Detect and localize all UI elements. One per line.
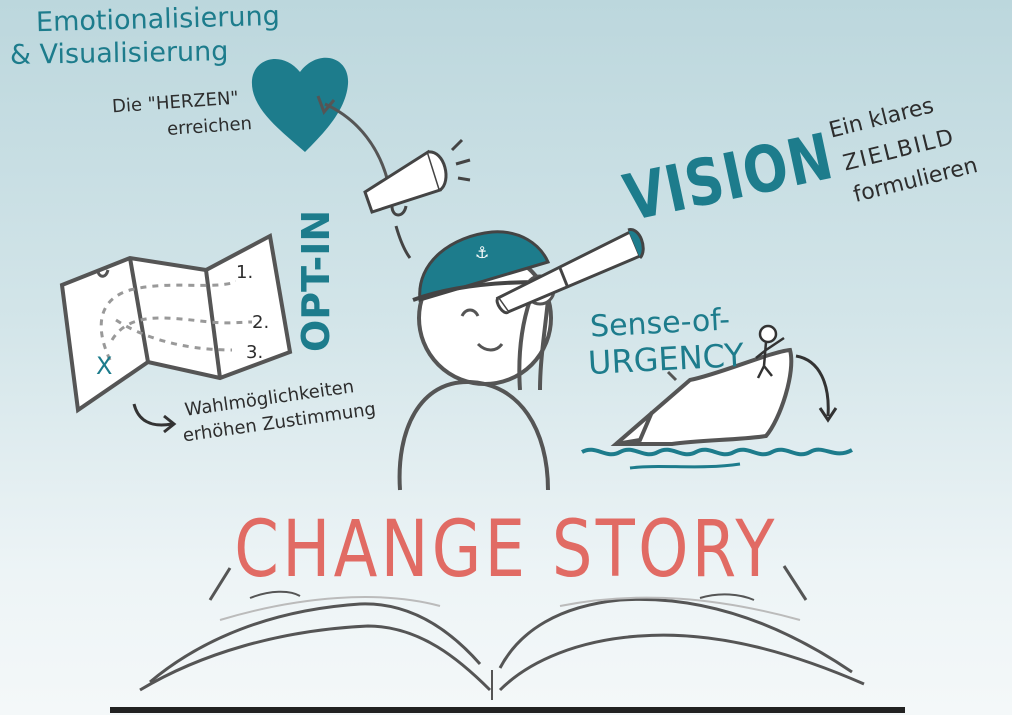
arrow-map-note	[132, 403, 173, 427]
curved-arrow-to-heart	[324, 102, 390, 183]
heading-emotion-line1: Emotionalisierung	[35, 0, 281, 39]
megaphone-icon	[363, 138, 471, 259]
captain-figure: ⚓	[397, 230, 556, 491]
step-2: 2.	[252, 312, 270, 333]
sinking-boat-icon	[581, 324, 853, 470]
step-3: 3.	[246, 342, 264, 363]
step-1: 1.	[236, 262, 254, 283]
heart-icon	[251, 57, 349, 153]
treasure-map-icon	[59, 232, 293, 434]
waves	[581, 447, 853, 457]
urgency-line2: URGENCY	[587, 335, 745, 383]
map-x-mark: X	[96, 352, 113, 380]
svg-text:⚓: ⚓	[475, 243, 489, 262]
telescope-icon	[495, 228, 645, 315]
page-title: CHANGE STORY	[234, 505, 778, 595]
arrow-down-icon	[795, 354, 830, 417]
opt-in-label: OPT-IN	[294, 209, 338, 352]
heading-emotion-line2: & Visualisierung	[9, 36, 229, 71]
open-book-icon	[110, 565, 905, 713]
